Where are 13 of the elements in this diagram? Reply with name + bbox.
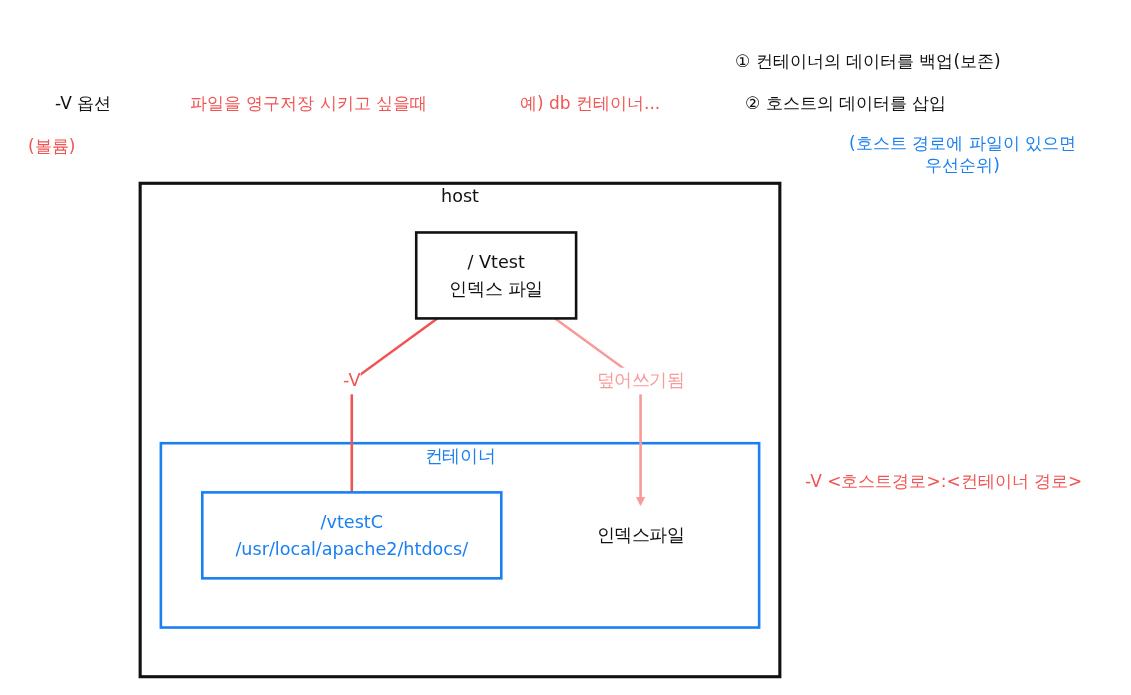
numbered-note: ① 컨테이너의 데이터를 백업(보존) [735, 50, 1001, 73]
annotation-note: (볼륨) [28, 135, 76, 158]
node-text: 인덱스파일 [596, 524, 685, 545]
edge-label: -V [343, 369, 361, 391]
node-box: / Vtest 인덱스 파일 [414, 231, 578, 320]
edge-label: 덮어쓰기됨 [596, 369, 685, 391]
annotation-note: (호스트 경로에 파일이 있으면 우선순위) [848, 132, 1077, 177]
option-heading: -V 옵션 [55, 92, 112, 115]
example-note: 예) db 컨테이너... [520, 92, 661, 115]
syntax-note: -V <호스트경로>:<컨테이너 경로> [805, 470, 1083, 493]
numbered-note: ② 호스트의 데이터를 삽입 [745, 92, 947, 115]
node-box: /vtestC /usr/local/apache2/htdocs/ [201, 491, 503, 580]
annotation-note: 파일을 영구저장 시키고 싶을때 [190, 92, 428, 115]
